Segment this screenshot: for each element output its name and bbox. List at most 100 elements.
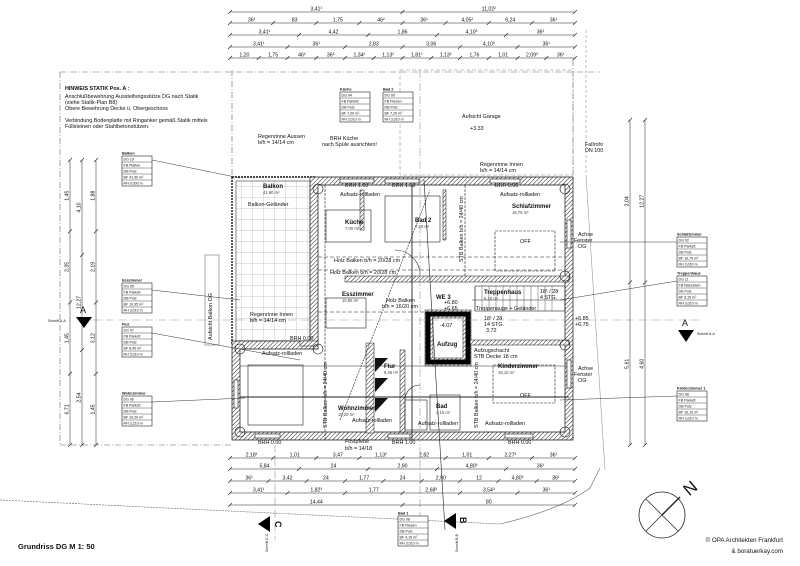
- dim-tick: [529, 20, 535, 26]
- room-name-k-che: Küche: [345, 220, 364, 226]
- dim-tick: [365, 466, 371, 472]
- thin-partitions: [247, 195, 566, 431]
- aufzug-level: -4.07: [440, 323, 452, 329]
- dim-tick: [515, 44, 520, 50]
- holz-balken-label: Holz Balken b/h = 20/28 cm: [330, 270, 397, 276]
- dim-tick: [400, 20, 405, 26]
- room-stamp-row: DB Putz: [124, 296, 137, 300]
- room-stamp-row: DG 11: [679, 277, 689, 281]
- room-stamp-row: FB Fliesen: [385, 99, 402, 103]
- achse-label: OG: [578, 378, 586, 384]
- top-dimension-label: 1,13²: [440, 53, 452, 59]
- brh-label: BRH 1.00: [392, 183, 415, 189]
- room-stamp-row: RH 3,010 m: [124, 352, 143, 356]
- brh-label: BRH 1.00: [345, 183, 368, 189]
- top-dimension-label: 36¹: [550, 18, 558, 24]
- dim-tick: [67, 442, 73, 448]
- dim-tick: [400, 44, 405, 50]
- rollladen-label: Aufsatz-rollladen: [262, 351, 302, 357]
- room-area: 16,10 m²: [498, 370, 515, 375]
- dim-tick: [529, 455, 535, 461]
- holz-balken-size: b/h = 16/20 cm: [382, 304, 418, 310]
- bottom-dimension-label: 36¹: [552, 476, 560, 482]
- room-stamp-row: RH 3,010 m: [679, 301, 698, 305]
- dim-tick: [285, 490, 290, 496]
- room-stamp-row: RH 3,010 m: [679, 416, 698, 420]
- room-name-aufzug: Aufzug: [437, 342, 458, 348]
- room-stamp-row: FB Naturstein: [679, 283, 701, 287]
- bottom-dimension-label: 12: [476, 476, 482, 482]
- dim-tick: [434, 32, 440, 38]
- bottom-dimension-label: 1,77: [369, 488, 379, 494]
- room-area: 7,20 m²: [415, 224, 430, 229]
- firstpfette-size: b/h = 14/18: [345, 446, 372, 452]
- bottom-dimension-label: 1,01: [290, 453, 300, 459]
- dim-tick: [572, 9, 578, 15]
- dim-tick: [457, 44, 463, 50]
- dim-tick: [434, 466, 440, 472]
- room-stamp-row: DG 05: [124, 284, 134, 288]
- bottom-dimension-label: 80: [486, 500, 492, 506]
- stg-count: 4 STG.: [540, 295, 557, 301]
- room-stamp-row: RH 0,000 m: [124, 181, 143, 185]
- room-stamp-title: Flur: [122, 323, 130, 327]
- dim-tick: [93, 229, 99, 234]
- room-area: 4,15 m²: [436, 410, 451, 415]
- room-area: 16,75 m²: [512, 210, 529, 215]
- top-dimension-label: 83: [292, 18, 298, 24]
- dim-tick: [342, 44, 348, 50]
- top-dimension-label: 46²: [377, 18, 385, 24]
- brh-kueche-note: nach Spüle ausrichten!: [322, 142, 377, 148]
- dim-tick: [642, 117, 648, 123]
- dim-tick: [304, 478, 309, 484]
- elevator-core: [425, 311, 471, 365]
- top-dimension-label: 4,10³: [466, 30, 478, 36]
- note-line: Verbindung Bodenplatte mit Ringanker gem…: [65, 118, 208, 124]
- top-dimension-label: 36¹: [537, 30, 545, 36]
- left-dimension-label: 2,54: [77, 392, 83, 402]
- dim-tick: [227, 466, 233, 472]
- bottom-dimension-label: 1,01: [462, 453, 472, 459]
- room-stamp-row: BF 7,20 m²: [385, 111, 404, 115]
- dim-tick: [572, 466, 578, 472]
- room-stamp-title: Schlafzimmer: [677, 233, 702, 237]
- dim-tick: [400, 455, 405, 461]
- top-dimension-label: 1,13²: [382, 53, 394, 59]
- bottom-dimension-label: 3,47: [333, 453, 343, 459]
- stb-balken-label: STB Balken b/h = 24/40 cm: [459, 196, 465, 262]
- dim-tick: [227, 9, 233, 15]
- note-line: Obere Bewehrung Decke ü. Obergeschoss: [65, 106, 168, 112]
- dim-tick: [486, 20, 491, 26]
- dim-tick: [381, 478, 386, 484]
- leader-line: [151, 397, 246, 403]
- top-dimension-label: 1,76: [469, 53, 479, 59]
- treppe-steps: 14 STG.: [484, 322, 504, 328]
- windows: [233, 178, 572, 439]
- room-stamp-row: DG 08: [400, 517, 410, 521]
- dim-tick: [93, 300, 99, 305]
- note-line: (siehe Statik-Plan B8): [65, 100, 117, 106]
- left-dimension-label: 1,88: [91, 190, 97, 200]
- room-name-flur: Flur: [384, 364, 396, 370]
- top-dimension-label: 1,34²: [353, 53, 365, 59]
- top-dimension-label: 1,75: [333, 18, 343, 24]
- room-area: 7,00 m²: [345, 226, 360, 231]
- room-stamp-row: DB Putz: [679, 250, 692, 254]
- dim-tick: [256, 55, 261, 61]
- bottom-dimension-label: 14,44: [310, 500, 323, 506]
- holz-balken-label: Holz Balken: [386, 298, 415, 304]
- dim-tick: [572, 478, 578, 484]
- room-stamp-row: DB Putz: [124, 340, 137, 344]
- bottom-dimension-label: 1,77: [359, 476, 369, 482]
- dim-tick: [627, 442, 633, 448]
- bottom-dimension-label: 2,27³: [504, 453, 516, 459]
- dim-tick: [572, 490, 578, 496]
- dim-tick: [457, 478, 463, 484]
- room-stamp-row: DB Putz: [124, 409, 137, 413]
